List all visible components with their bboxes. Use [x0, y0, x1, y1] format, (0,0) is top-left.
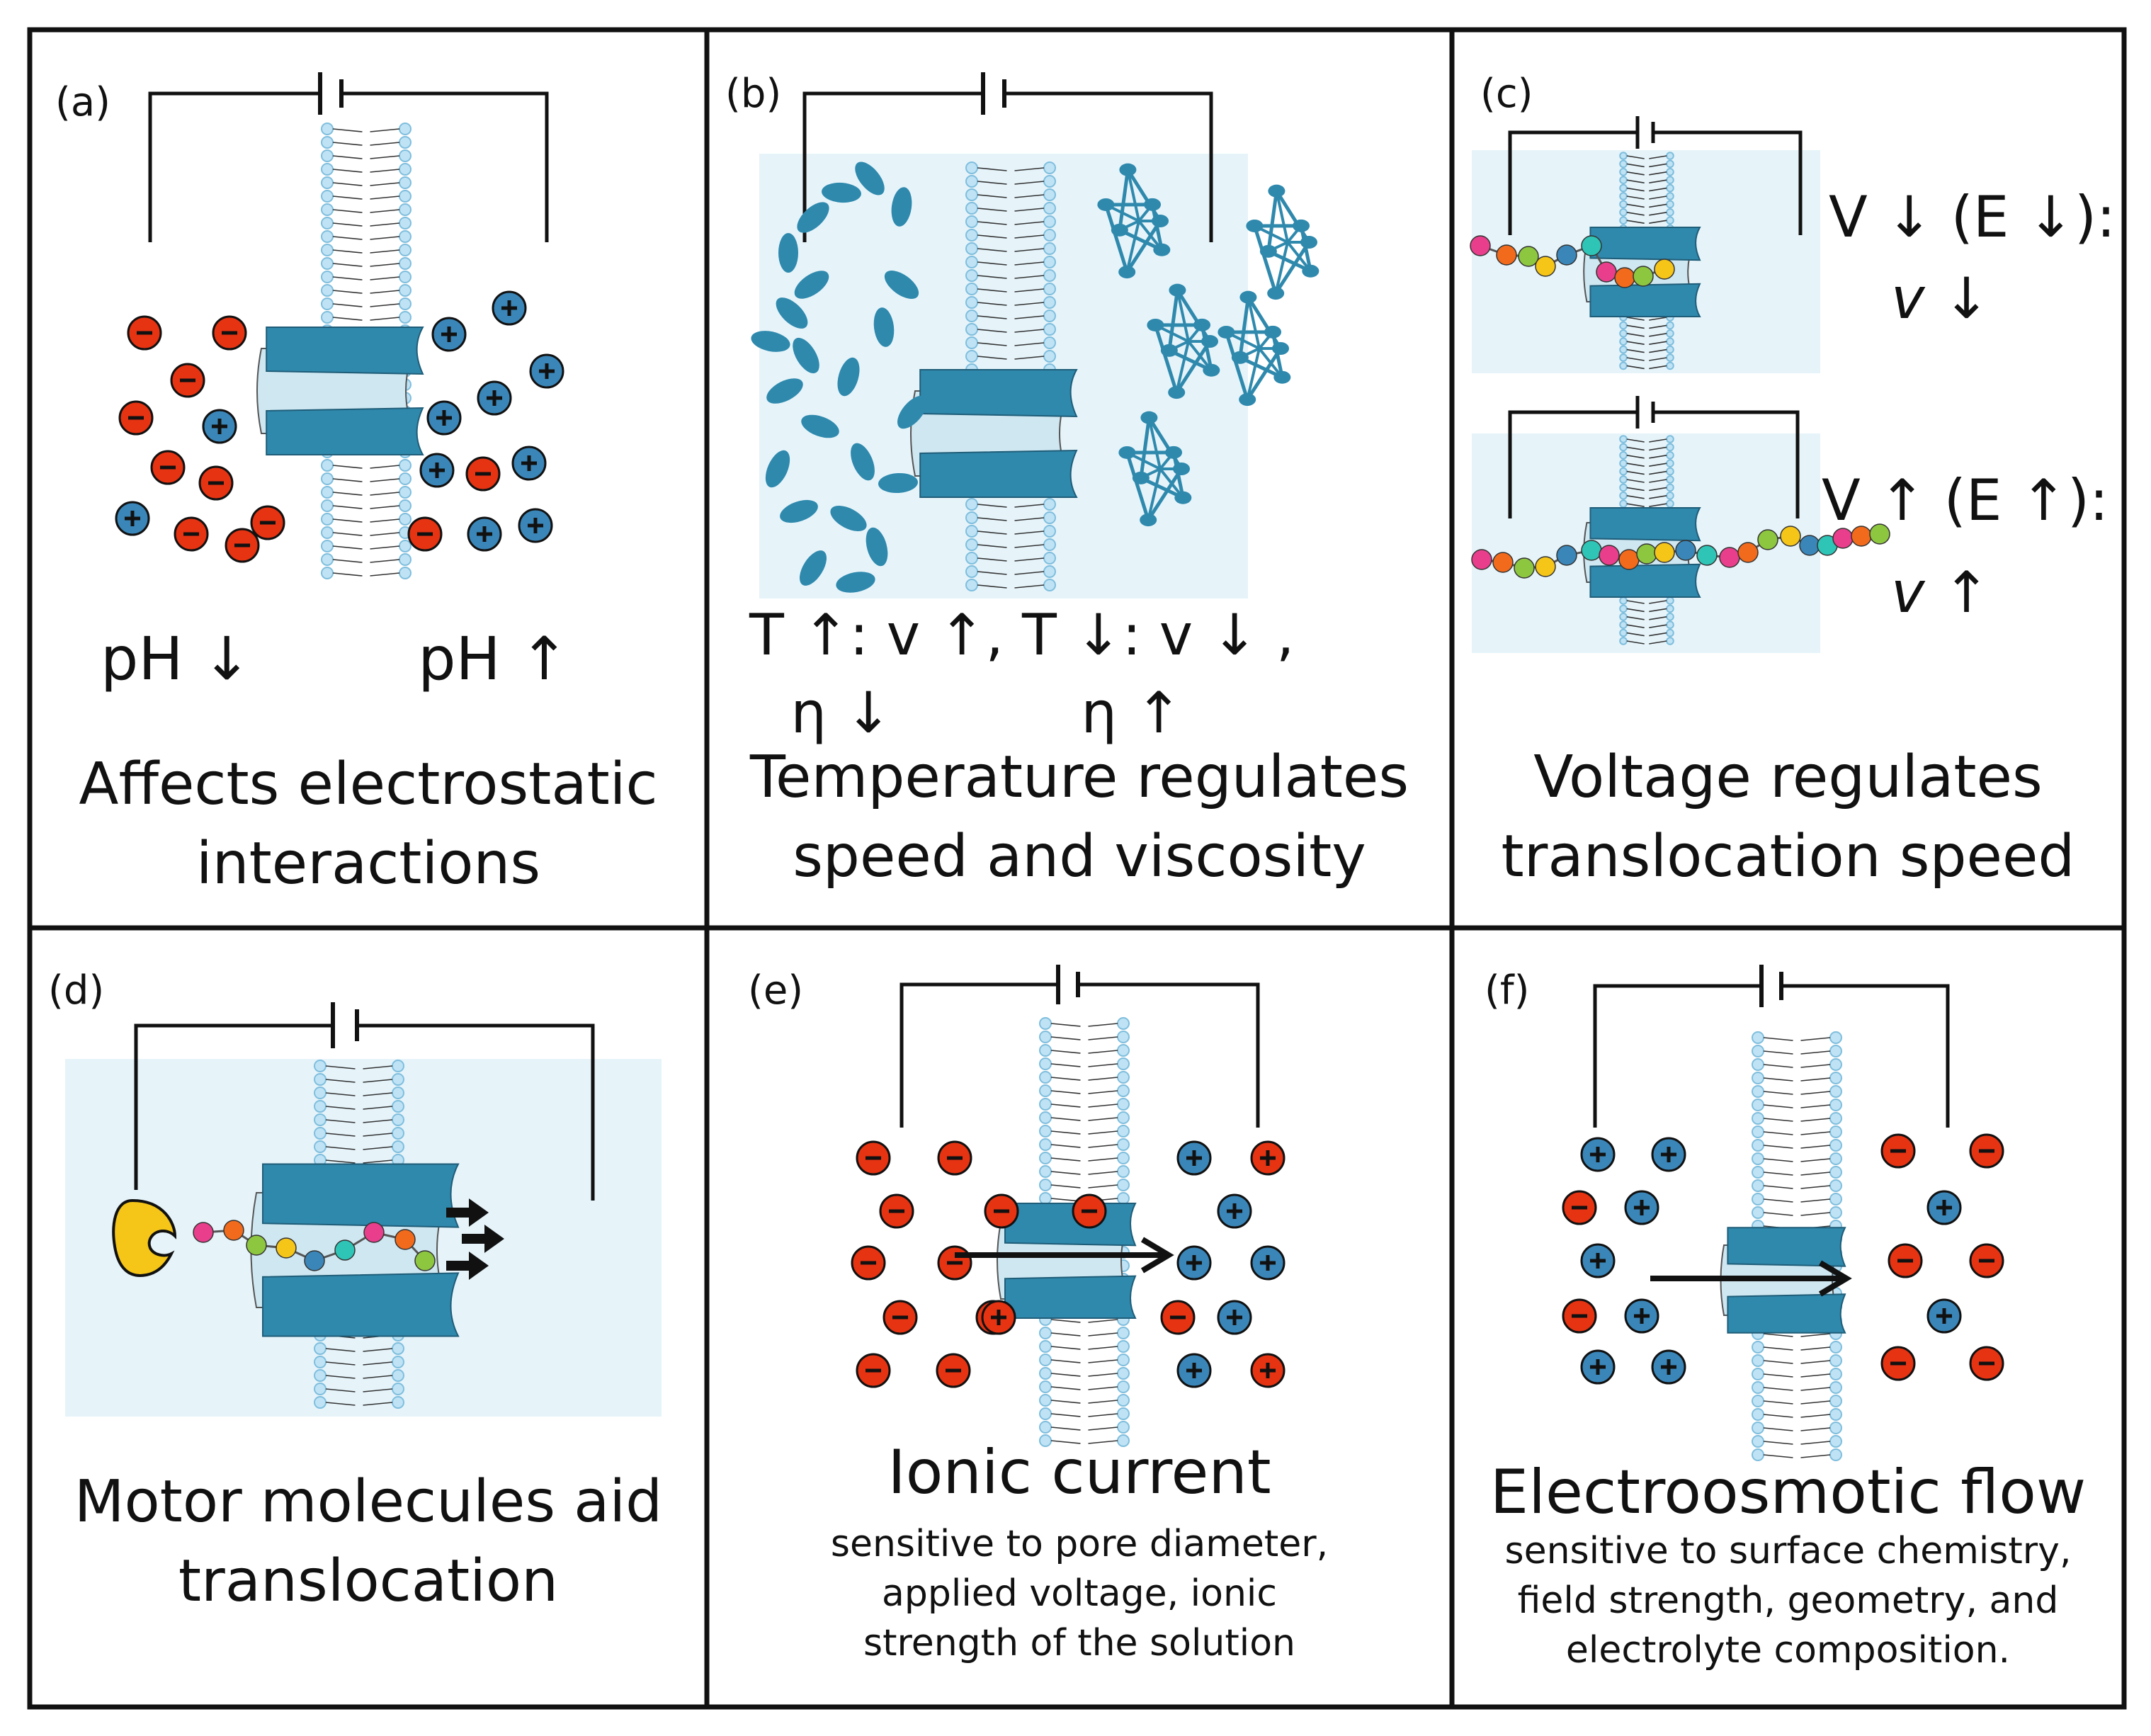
- panel-label: (b): [725, 71, 782, 117]
- subtitle-line-1: sensitive to pore diameter,: [830, 1523, 1329, 1565]
- arrow-icon: [446, 1198, 504, 1280]
- panel-f: (f) Electroosmotic flow sensitive to sur…: [1452, 928, 2124, 1707]
- low-voltage-speed: v ↓: [1891, 266, 1990, 331]
- panel-a: (a) pH ↓ pH ↑ Affects electrostatic inte…: [30, 30, 707, 928]
- caption-line-2: translocation speed: [1501, 823, 2075, 890]
- panel-b-illustration: [751, 72, 1319, 598]
- panel-c: (c) V ↓ (E ↓): v ↓ V ↑ (E ↑): v ↑ Voltag…: [1452, 30, 2124, 928]
- high-temp-label-line-2: η ↓: [790, 680, 892, 746]
- dna-strand-icon: [1471, 523, 1890, 579]
- high-temp-label-line-1: T ↑: v ↑,: [749, 602, 1004, 668]
- battery-icon: [899, 965, 1260, 1128]
- battery-icon: [802, 72, 1213, 242]
- panel-a-illustration: [115, 72, 564, 579]
- protein-pore-icon: [1720, 1227, 1846, 1334]
- caption-line-1: Temperature regulates: [749, 744, 1409, 811]
- ph-high-label: pH ↑: [418, 624, 569, 693]
- protein-pore-icon: [256, 327, 424, 455]
- dna-strand-icon: [193, 1220, 436, 1271]
- subtitle-line-1: sensitive to surface chemistry,: [1504, 1530, 2072, 1572]
- anion-icon: [1880, 1133, 2004, 1381]
- anion-icon: [1562, 1190, 1597, 1334]
- subtitle-line-2: field strength, geometry, and: [1517, 1579, 2059, 1622]
- battery-icon: [148, 72, 549, 242]
- cation-icon: [1580, 1137, 1686, 1385]
- caption-line-1: Motor molecules aid: [74, 1468, 663, 1536]
- caption-line-1: Voltage regulates: [1533, 744, 2043, 811]
- caption-line-2: speed and viscosity: [793, 823, 1366, 890]
- title: Ionic current: [887, 1437, 1271, 1508]
- subtitle-line-3: strength of the solution: [863, 1622, 1295, 1664]
- protein-pore-icon: [910, 369, 1078, 498]
- cation-icon: [1176, 1140, 1286, 1388]
- high-voltage-speed: v ↑: [1891, 560, 1990, 625]
- panel-label: (a): [55, 79, 111, 125]
- panel-label: (d): [48, 968, 105, 1014]
- anion-icon: [407, 456, 501, 552]
- panel-e-illustration: [851, 965, 1286, 1447]
- low-temp-label-line-1: T ↓: v ↓ ,: [1022, 602, 1295, 668]
- panel-c-illustration: [1470, 116, 1890, 653]
- panel-f-illustration: [1562, 965, 2004, 1461]
- caption-line-1: Affects electrostatic: [79, 751, 658, 818]
- motor-protein-icon: [112, 1198, 177, 1277]
- low-voltage-label: V ↓ (E ↓):: [1829, 184, 2116, 250]
- arrow-icon: [1650, 1260, 1852, 1297]
- cation-icon: [115, 409, 237, 536]
- cation-icon: [419, 290, 564, 552]
- battery-icon: [134, 1002, 595, 1201]
- low-temp-label-line-2: η ↑: [1081, 680, 1183, 746]
- title: Electroosmotic flow: [1489, 1457, 2087, 1528]
- anion-icon: [118, 315, 285, 563]
- panel-e: (e) Ionic current sensitive to pore diam…: [707, 928, 1452, 1707]
- panel-d-illustration: [65, 1002, 662, 1417]
- cation-icon: [1926, 1190, 1962, 1334]
- ph-low-label: pH ↓: [101, 624, 252, 693]
- arrow-icon: [955, 1237, 1174, 1273]
- panel-label: (e): [748, 968, 804, 1014]
- high-voltage-label: V ↑ (E ↑):: [1822, 467, 2109, 533]
- polymer-network-icon: [1097, 163, 1319, 527]
- dna-strand-icon: [1470, 235, 1675, 288]
- caption-line-2: translocation: [178, 1548, 559, 1615]
- panel-label: (f): [1485, 968, 1530, 1014]
- protein-pore-icon: [997, 1203, 1137, 1319]
- subtitle-line-2: applied voltage, ionic: [882, 1572, 1277, 1615]
- subtitle-line-3: electrolyte composition.: [1565, 1629, 2011, 1672]
- panel-b: (b) T ↑: v ↑, η ↓ T ↓: v ↓ , η ↑ Tempera…: [707, 30, 1452, 928]
- battery-icon: [1508, 396, 1800, 518]
- panel-label: (c): [1480, 71, 1533, 117]
- battery-icon: [1593, 965, 1950, 1128]
- cation-icon: [981, 1140, 1286, 1388]
- solvent-molecules: [751, 161, 927, 593]
- panel-d: (d) Motor molecules aid translocation: [30, 928, 707, 1707]
- battery-icon: [1508, 116, 1803, 235]
- caption-line-2: interactions: [195, 830, 541, 897]
